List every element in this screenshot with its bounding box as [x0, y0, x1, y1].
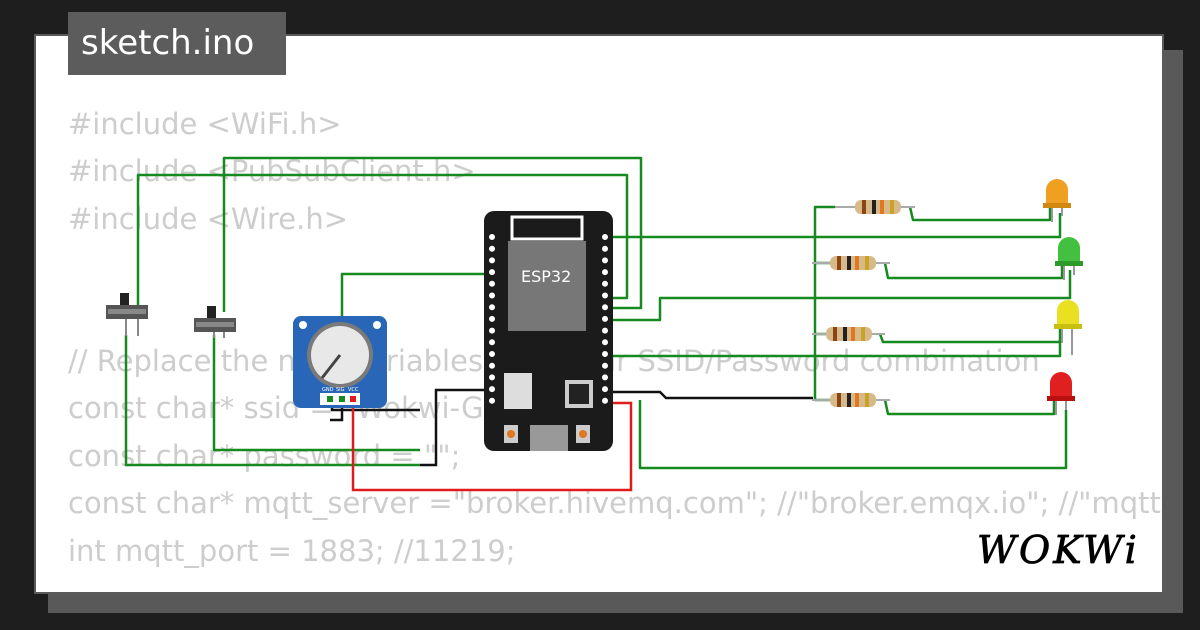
esp32-pin — [601, 338, 609, 347]
esp32-pin — [601, 303, 609, 312]
resistor-4[interactable] — [812, 393, 890, 407]
code-line: const char* mqtt_server ="broker.hivemq.… — [68, 486, 1162, 521]
esp32-pin — [488, 268, 496, 277]
file-tab[interactable]: sketch.ino — [68, 12, 286, 75]
code-line: int mqtt_port = 1883; //11219; — [68, 533, 516, 568]
slide-switch-1[interactable] — [106, 293, 148, 336]
wire-res1 — [908, 200, 1052, 222]
esp32-pin — [488, 233, 496, 241]
esp32-pin — [488, 326, 496, 335]
esp32-pin — [601, 279, 609, 288]
esp32-pin — [601, 314, 609, 323]
code-line: #include <WiFi.h> — [68, 107, 342, 141]
led-yellow[interactable] — [1054, 300, 1082, 355]
wire-led3 — [603, 340, 1062, 358]
esp32-pin — [488, 256, 496, 265]
esp32-pin — [488, 396, 496, 405]
potentiometer[interactable]: GND SIG VCC — [293, 316, 387, 408]
pot-pin-gnd: GND — [322, 387, 334, 393]
esp32-pin — [601, 268, 609, 277]
code-line: const char* password = ""; — [68, 438, 461, 473]
wire-res4 — [883, 395, 1056, 416]
esp32-pin — [488, 338, 496, 347]
esp32-pin — [601, 233, 609, 241]
esp32-board[interactable]: ESP32 — [484, 211, 613, 451]
esp32-pin — [601, 256, 609, 265]
wire-led4 — [638, 400, 1068, 470]
pot-pin-vcc: VCC — [348, 387, 359, 393]
esp32-pin — [601, 244, 609, 253]
esp32-pin — [488, 361, 496, 370]
slide-switch-2[interactable] — [194, 306, 236, 338]
code-line: #include <PubSubClient.h> — [68, 154, 476, 189]
wire-switch2-gnd — [212, 335, 420, 452]
esp32-pins-left — [488, 233, 496, 405]
esp32-pin — [601, 361, 609, 370]
wire-led2 — [603, 270, 1072, 322]
wire-esp-gnd-black — [420, 388, 490, 467]
esp32-pin — [488, 279, 496, 288]
esp32-label: ESP32 — [521, 267, 571, 286]
esp32-pin — [601, 326, 609, 335]
esp32-pins-right — [601, 233, 609, 405]
esp32-pin — [601, 385, 609, 394]
led-green[interactable] — [1055, 237, 1083, 280]
pot-pin-sig: SIG — [336, 387, 345, 393]
resistor-2[interactable] — [812, 256, 890, 270]
esp32-pin — [601, 373, 609, 382]
wire-led1 — [603, 213, 1062, 239]
wire-res3 — [878, 322, 1062, 344]
code-preview: #include <WiFi.h> #include <PubSubClient.… — [68, 101, 1162, 575]
wire-switch2-signal — [222, 156, 643, 312]
esp32-pin — [488, 350, 496, 358]
esp32-pin — [488, 291, 496, 300]
wire-esp-gnd2-black — [603, 390, 813, 400]
esp32-pin — [601, 350, 609, 358]
wokwi-logo-text: WOKWi — [977, 528, 1140, 572]
code-line: #include <Wire.h> — [68, 201, 349, 236]
wokwi-logo: WOKWi — [977, 528, 1140, 573]
resistor-3[interactable] — [812, 327, 885, 341]
wire-switch1-gnd — [124, 335, 420, 467]
esp32-pin — [488, 244, 496, 253]
green-wires — [124, 156, 1072, 470]
resistor-1[interactable] — [835, 200, 915, 214]
wire-switch1-signal — [136, 173, 629, 312]
esp32-pin — [488, 303, 496, 312]
esp32-pin — [488, 385, 496, 394]
esp32-pin — [488, 314, 496, 323]
led-red[interactable] — [1047, 372, 1075, 415]
esp32-pin — [488, 373, 496, 382]
esp32-pin — [601, 396, 609, 405]
led-orange[interactable] — [1043, 179, 1071, 222]
esp32-pin — [601, 291, 609, 300]
wire-res2 — [883, 258, 1064, 280]
wire-vcc-red — [351, 401, 633, 492]
